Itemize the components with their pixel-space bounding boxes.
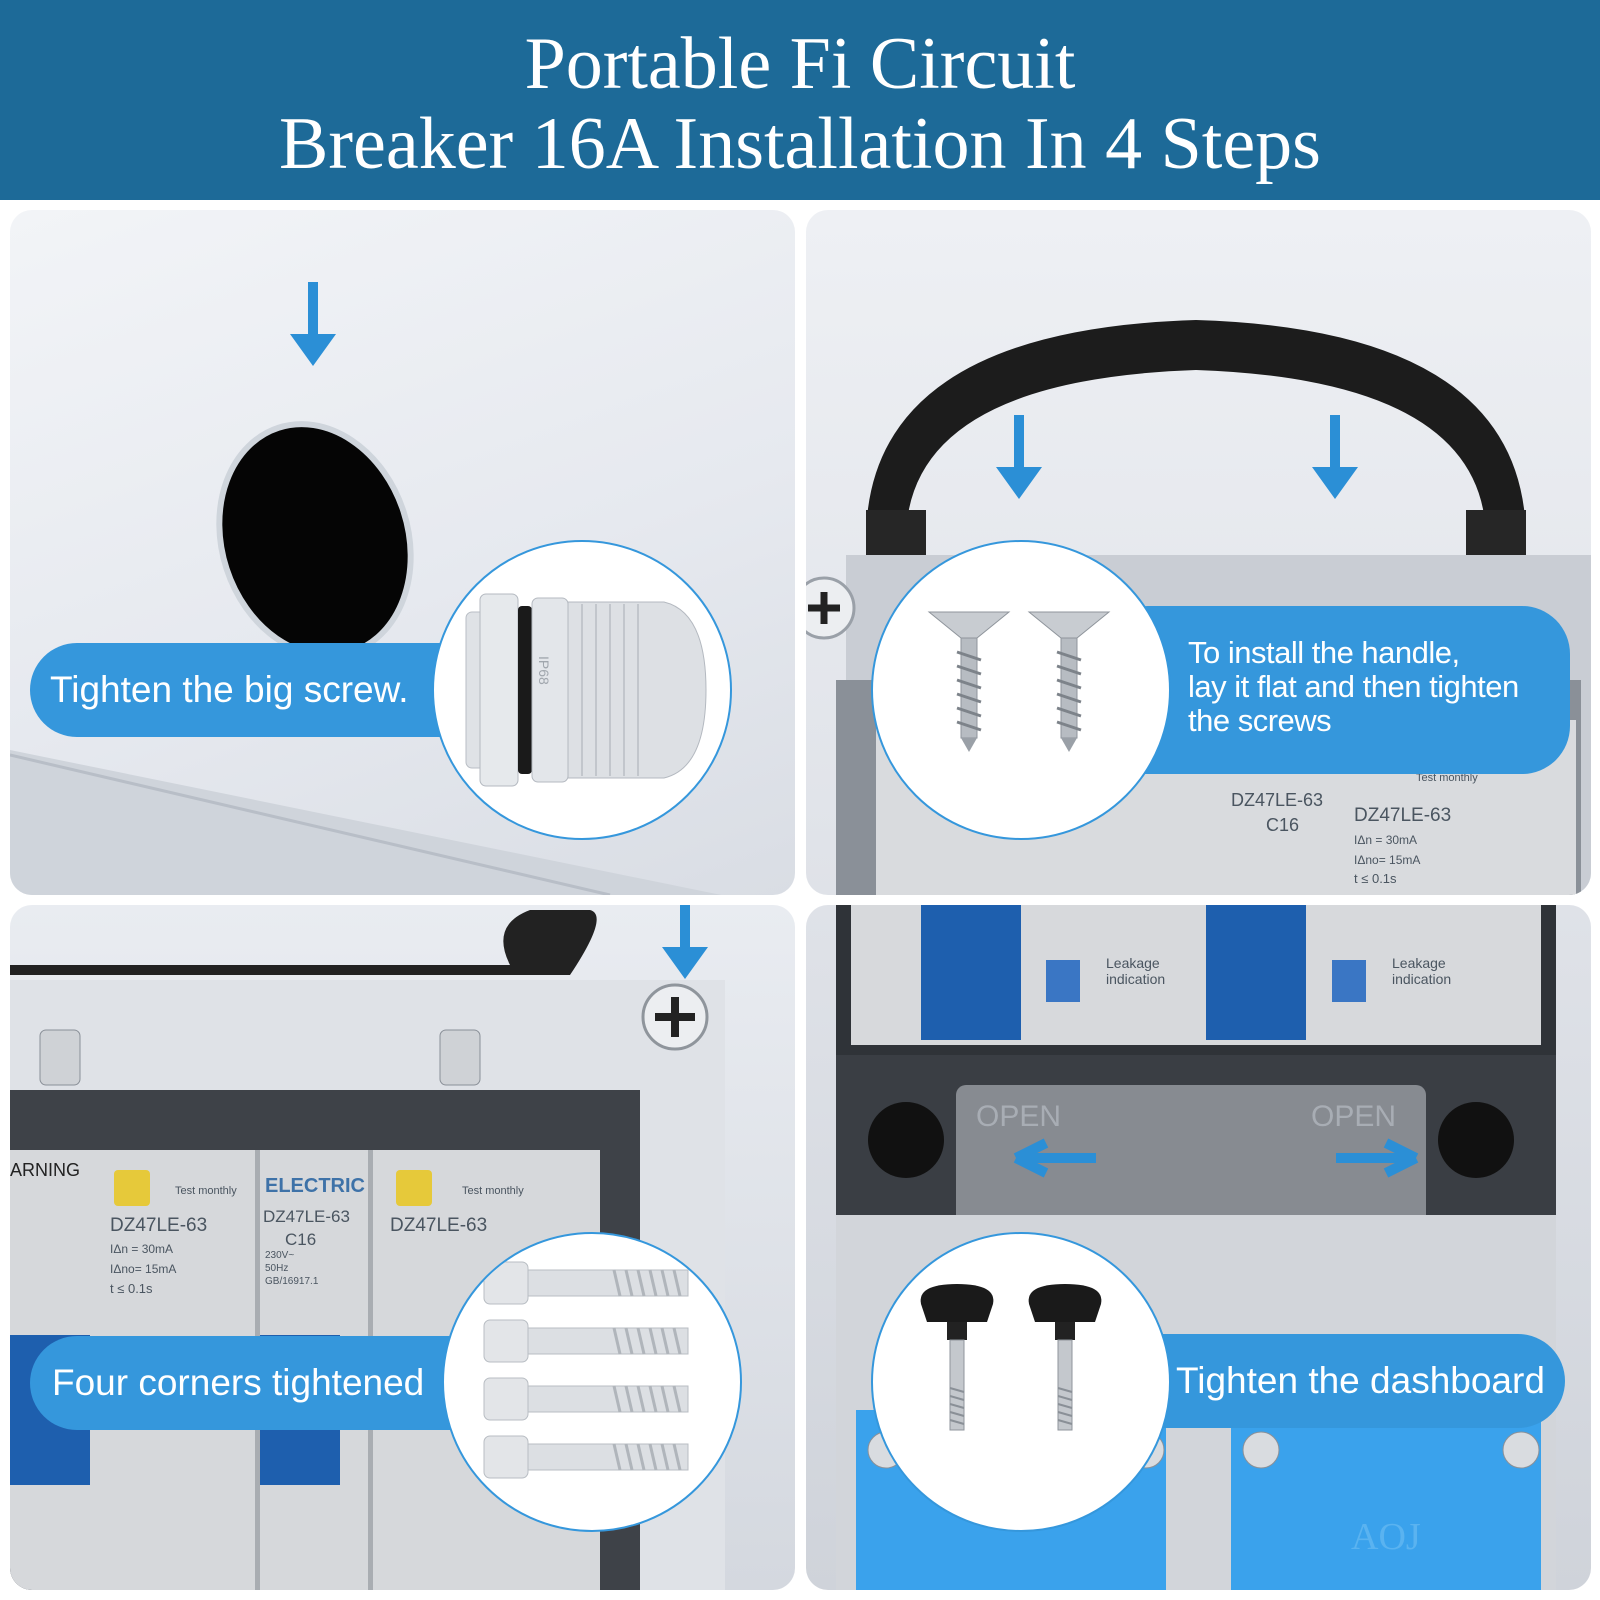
step-1-panel xyxy=(10,210,795,895)
screws-inset xyxy=(871,540,1171,840)
leakage-label-line-2-c: indication xyxy=(1392,971,1452,987)
step-2-caption-line-2: lay it flat and then tighten xyxy=(1188,669,1519,704)
breaker-test-label-2: Test monthly xyxy=(175,1185,237,1197)
breaker-notrip-label: IΔno= 15mA xyxy=(1354,853,1421,867)
cable-gland-icon: IP68 xyxy=(465,593,707,787)
cable-gland-inset: IP68 xyxy=(432,540,732,840)
breaker-voltage-label: 230V~ xyxy=(265,1250,295,1261)
knob-screws-inset xyxy=(871,1232,1171,1532)
down-arrow-icon-left xyxy=(996,415,1042,499)
enclosure-surface-illustration xyxy=(10,421,795,895)
leakage-label-line-2-b: indication xyxy=(1106,971,1166,987)
step-1-caption: Tighten the big screw. xyxy=(30,643,490,737)
warning-label: ARNING xyxy=(10,1160,81,1180)
breaker-model-label: DZ47LE-63 xyxy=(1231,790,1324,810)
breaker-model-label-2: DZ47LE-63 xyxy=(1354,805,1452,826)
breaker-model-label-3: DZ47LE-63 xyxy=(110,1215,208,1236)
corner-screws-icon xyxy=(483,1261,689,1479)
breaker-rating-label: C16 xyxy=(1266,815,1300,835)
knob-screws-icon xyxy=(920,1284,1102,1431)
down-arrow-icon-right xyxy=(1312,415,1358,499)
countersunk-screws-icon xyxy=(927,611,1111,752)
breaker-test-label-3: Test monthly xyxy=(462,1185,524,1197)
step-3-caption: Four corners tightened xyxy=(30,1336,500,1430)
corner-screws-inset xyxy=(442,1232,742,1532)
breaker-leak-label: IΔn = 30mA xyxy=(1354,833,1418,847)
step-4-caption-text: Tighten the dashboard xyxy=(1176,1360,1545,1401)
breaker-leak-label-2: IΔn = 30mA xyxy=(110,1242,174,1256)
breaker-test-label: Test monthly xyxy=(1416,772,1478,784)
step-2-caption: To install the handle, lay it flat and t… xyxy=(1100,606,1570,774)
breaker-model-label-5: DZ47LE-63 xyxy=(390,1215,488,1236)
leakage-label-line-1-c: Leakage xyxy=(1392,955,1446,971)
step-1-caption-text: Tighten the big screw. xyxy=(50,669,409,710)
breaker-freq-label: 50Hz xyxy=(265,1263,289,1274)
socket-brand-label: AOJ xyxy=(1351,1516,1421,1558)
open-label-right: OPEN xyxy=(1311,1100,1397,1133)
step-2-caption-line-3: the screws xyxy=(1188,703,1332,738)
open-label-left: OPEN xyxy=(976,1100,1062,1133)
breaker-time-label: t ≤ 0.1s xyxy=(1354,871,1397,886)
down-arrow-icon xyxy=(290,282,336,366)
title-line-2: Breaker 16A Installation In 4 Steps xyxy=(279,103,1321,185)
breaker-model-label-4: DZ47LE-63 xyxy=(263,1207,350,1226)
breaker-std-label: GB/16917.1 xyxy=(265,1276,319,1287)
title-banner: Portable Fi Circuit Breaker 16A Installa… xyxy=(0,0,1600,200)
breaker-time-label-2: t ≤ 0.1s xyxy=(110,1281,153,1296)
breaker-brand-label-2: ELECTRIC xyxy=(265,1175,365,1197)
gland-mark-label: IP68 xyxy=(536,656,552,685)
step-3-caption-text: Four corners tightened xyxy=(52,1362,425,1403)
breaker-notrip-label-2: IΔno= 15mA xyxy=(110,1262,177,1276)
down-arrow-icon xyxy=(662,905,708,979)
step-2-caption-line-1: To install the handle, xyxy=(1188,635,1460,670)
breaker-rating-label-2: C16 xyxy=(285,1230,317,1249)
step-4-caption: Tighten the dashboard xyxy=(1100,1334,1565,1428)
leakage-label-line-1-b: Leakage xyxy=(1106,955,1160,971)
title-line-1: Portable Fi Circuit xyxy=(524,23,1076,105)
